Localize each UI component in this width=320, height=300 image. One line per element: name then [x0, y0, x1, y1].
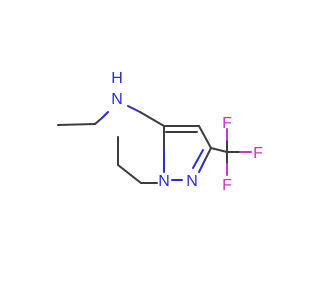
atom-label-n-pyrazole: N	[186, 173, 198, 190]
bond-methyl	[57, 123, 96, 126]
bond-n1-c2-b	[204, 147, 212, 161]
background	[0, 0, 300, 300]
fluorine-bonds	[226, 128, 252, 176]
atom-label-n-bridge: N	[158, 173, 170, 190]
bond-n4-c3a-b	[139, 111, 165, 127]
atom-label-f-top: F	[222, 115, 232, 132]
bond-c2-cf3	[210, 147, 228, 153]
bond-c3-c2	[198, 125, 212, 149]
bond-c6-c7	[117, 164, 142, 184]
atom-label-nh-h: H	[111, 70, 123, 87]
atom-labels: N H N N F F F	[111, 70, 263, 194]
bond-n1-c2-a	[198, 159, 206, 173]
molecule-structure: N H N N F F F	[0, 0, 300, 300]
bond-c5-n4-a	[94, 117, 103, 125]
atom-label-f-bottom: F	[222, 177, 232, 194]
bond-n4-c3a-a	[127, 105, 141, 113]
atom-label-nh-n: N	[111, 91, 123, 108]
carbon-bonds	[57, 123, 228, 184]
nitrogen-bonds	[94, 105, 212, 184]
bond-c5-n4-b	[101, 111, 109, 119]
bond-n1-c2-inner	[192, 149, 204, 169]
atom-label-f-right: F	[253, 145, 263, 162]
